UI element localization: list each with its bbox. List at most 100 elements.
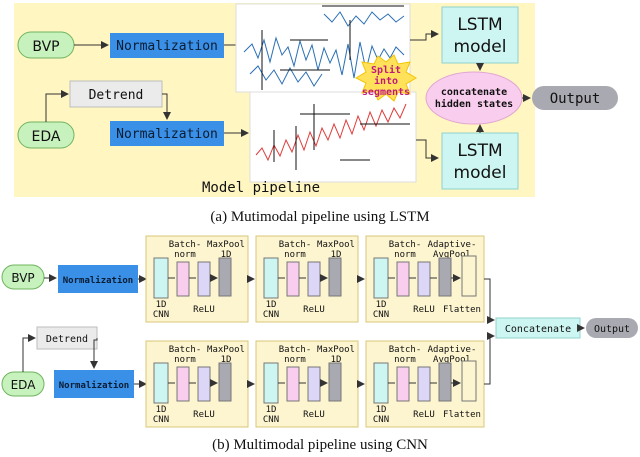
- cnn1d-label-1: 1D: [156, 405, 167, 415]
- cnn1d-label-2: CNN: [373, 415, 389, 425]
- cnn-bvp-label: BVP: [11, 271, 34, 285]
- split-label-line1: Split: [371, 64, 401, 76]
- batchnorm-layer: [176, 366, 190, 402]
- relu-label: ReLU: [193, 305, 215, 315]
- cnn-normalization-bvp-label: Normalization: [63, 275, 133, 286]
- batchnorm-layer: [286, 366, 300, 402]
- batchnorm-label-2: norm: [284, 250, 306, 260]
- flatten-label: Flatten: [443, 305, 481, 315]
- bvp-signal-line: [243, 36, 405, 79]
- relu-label: ReLU: [193, 410, 215, 420]
- batchnorm-label-2: norm: [174, 355, 196, 365]
- relu-layer: [197, 261, 211, 297]
- maxpool-layer: [218, 257, 232, 297]
- cnn1d-label-1: 1D: [266, 300, 277, 310]
- batchnorm-layer: [396, 261, 410, 297]
- cnn-bottom-block-1: Batch- norm MaxPool 1D 1D CNN ReLU: [145, 340, 249, 428]
- batchnorm-label-1: Batch-: [169, 345, 202, 355]
- maxpool-label-1: MaxPool: [207, 345, 245, 355]
- batchnorm-layer: [396, 366, 410, 402]
- maxpool-layer: [328, 362, 342, 402]
- batchnorm-label-2: norm: [174, 250, 196, 260]
- concat-hidden-states: [425, 71, 523, 125]
- lstm-arrow-to-lstm-top: [410, 30, 439, 41]
- cnn-detrend-label: Detrend: [46, 334, 88, 345]
- cnn-normalization-eda-label: Normalization: [59, 380, 129, 391]
- cnn1d-label-1: 1D: [156, 300, 167, 310]
- maxpool-layer: [218, 362, 232, 402]
- cnn1d-label-2: CNN: [263, 310, 279, 320]
- adaptive-avgpool-layer: [438, 257, 452, 297]
- lstm-normalization-bvp: [110, 33, 224, 58]
- cnn1d-layer: [373, 362, 389, 404]
- batchnorm-label-2: norm: [394, 250, 416, 260]
- lstm-arrow-eda-detrend: [45, 90, 69, 122]
- adaptive-label-2: AvgPool: [433, 250, 471, 260]
- relu-label: ReLU: [413, 305, 435, 315]
- cnn-eda-label: EDA: [11, 378, 37, 392]
- batchnorm-layer: [176, 261, 190, 297]
- lstm-normalization-bvp-label: Normalization: [116, 39, 218, 54]
- cnn1d-label-2: CNN: [373, 310, 389, 320]
- lstm-model-top-line1: LSTM: [457, 15, 502, 35]
- cnn-normalization-eda: [54, 370, 134, 398]
- cnn-top-block-1: Batch- norm MaxPool 1D 1D CNN ReLU: [145, 235, 249, 323]
- maxpool-label-2: 1D: [331, 355, 342, 365]
- maxpool-label-2: 1D: [331, 250, 342, 260]
- adaptive-label-1: Adaptive-: [428, 240, 477, 250]
- relu-layer: [417, 366, 431, 402]
- batchnorm-label-2: norm: [284, 355, 306, 365]
- lstm-model-bottom-line2: model: [454, 163, 507, 183]
- batchnorm-label-1: Batch-: [279, 240, 312, 250]
- relu-layer: [307, 261, 321, 297]
- split-label-line2: into: [374, 75, 398, 87]
- lstm-detrend-label: Detrend: [89, 88, 144, 103]
- batchnorm-label-1: Batch-: [389, 240, 422, 250]
- maxpool-label-1: MaxPool: [317, 240, 355, 250]
- lstm-output-label: Output: [550, 91, 601, 107]
- cnn-arrow-top-concat: [484, 278, 495, 324]
- caption-a: (a) Mutimodal pipeline using LSTM: [210, 209, 429, 225]
- cnn-bottom-block-2: Batch- norm MaxPool 1D 1D CNN ReLU: [255, 340, 359, 428]
- adaptive-label-2: AvgPool: [433, 355, 471, 365]
- cnn-normalization-bvp: [58, 265, 138, 293]
- flatten-label: Flatten: [443, 410, 481, 420]
- cnn1d-layer: [263, 362, 279, 404]
- cnn1d-label-2: CNN: [153, 310, 169, 320]
- relu-label: ReLU: [303, 305, 325, 315]
- lstm-normalization-eda: [110, 121, 224, 146]
- lstm-arrow-detrend-norm: [162, 93, 171, 120]
- flatten-layer: [461, 255, 477, 297]
- lstm-normalization-eda-label: Normalization: [116, 127, 218, 142]
- lstm-pipeline-label: Model pipeline: [202, 180, 320, 196]
- cnn1d-layer: [153, 257, 169, 299]
- concat-label-line2: hidden states: [435, 98, 513, 110]
- lstm-model-bottom-line1: LSTM: [457, 141, 502, 161]
- relu-layer: [307, 366, 321, 402]
- cnn1d-layer: [153, 362, 169, 404]
- relu-layer: [197, 366, 211, 402]
- eda-plot-frame: [249, 91, 417, 183]
- cnn1d-label-1: 1D: [376, 405, 387, 415]
- cnn1d-label-1: 1D: [266, 405, 277, 415]
- caption-b: (b) Multimodal pipeline using CNN: [212, 437, 428, 453]
- cnn-bottom-block-3: Batch- norm Adaptive- AvgPool 1D CNN ReL…: [365, 340, 485, 428]
- lstm-model-top: [441, 6, 519, 64]
- lstm-eda-label: EDA: [32, 129, 61, 145]
- cnn1d-label-2: CNN: [263, 415, 279, 425]
- eda-segment-markers: [273, 104, 410, 170]
- lstm-output: [532, 86, 618, 110]
- relu-layer: [417, 261, 431, 297]
- cnn-arrow-eda-detrend: [22, 334, 36, 372]
- adaptive-label-1: Adaptive-: [428, 345, 477, 355]
- bvp-signal-line-3: [323, 11, 405, 27]
- batchnorm-label-1: Batch-: [169, 240, 202, 250]
- lstm-model-bottom: [441, 132, 519, 190]
- maxpool-label-2: 1D: [221, 250, 232, 260]
- split-segments-burst: Split into segments: [354, 54, 417, 102]
- cnn-pipeline: BVP EDA Detrend Normalization Normalizat…: [1, 235, 638, 428]
- batchnorm-layer: [286, 261, 300, 297]
- bvp-segment-markers: [261, 5, 404, 90]
- split-burst-shape: [354, 54, 417, 102]
- relu-label: ReLU: [413, 410, 435, 420]
